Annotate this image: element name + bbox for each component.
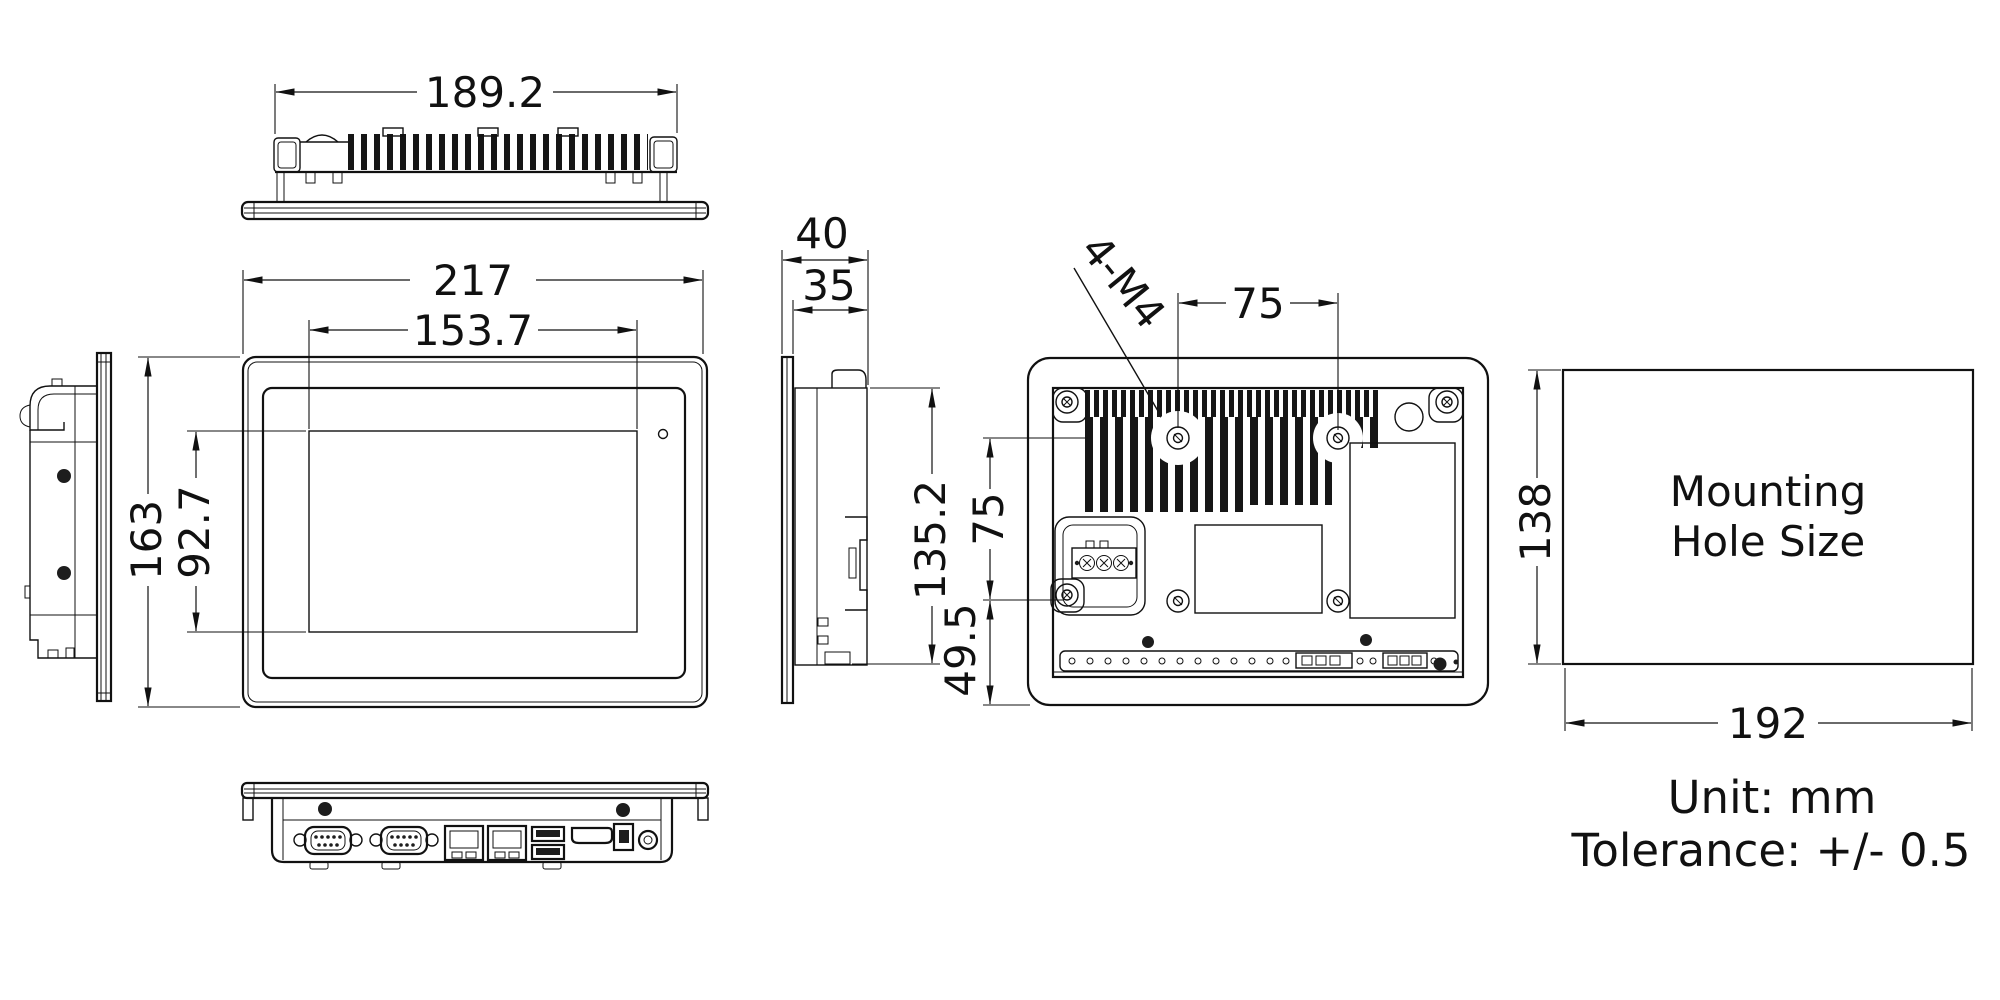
dim-vesa-bottom-offset: 49.5 <box>936 600 1030 706</box>
unit-note: Unit: mm <box>1668 771 1877 824</box>
dim-display-width: 153.7 <box>308 306 638 429</box>
rear-heatsink-top-band <box>1085 390 1382 417</box>
dim-body-height: 135.2 <box>852 387 955 665</box>
dim-label-mount-thread: 4-M4 <box>1071 225 1175 337</box>
antenna-hole <box>1394 402 1424 432</box>
vesa-mounting-holes <box>1166 426 1350 613</box>
panel-mount-clip <box>845 516 868 611</box>
hdmi-port <box>570 826 614 845</box>
rear-vent-strip <box>1059 650 1459 672</box>
dim-label-depth-total: 40 <box>795 209 848 258</box>
dim-label-vesa-bottom-offset: 49.5 <box>936 603 985 697</box>
serial-port-db9-2 <box>369 825 439 856</box>
serial-port-db9-1 <box>293 825 363 856</box>
usb-ports <box>530 825 566 861</box>
bottom-screw <box>616 803 630 817</box>
dim-front-height: 163 <box>122 356 240 708</box>
top-view: 189.2 <box>240 68 710 221</box>
rear-corner-screws <box>1050 387 1464 613</box>
front-bezel <box>241 355 709 709</box>
dc-port <box>612 822 635 852</box>
rear-body-outline <box>1051 386 1465 679</box>
dim-label-vesa-pitch-v: 75 <box>964 492 1013 545</box>
side-screw <box>57 469 71 483</box>
right-side-view: 40 35 135.2 <box>780 209 955 705</box>
front-led-indicator <box>657 428 669 440</box>
dim-label-display-height: 92.7 <box>170 485 219 579</box>
rear-screw <box>1360 634 1372 646</box>
dim-label-cutout-width: 192 <box>1728 699 1808 748</box>
side-screw <box>57 566 71 580</box>
dim-label-body-height: 135.2 <box>906 480 955 600</box>
ethernet-port-1 <box>443 824 485 862</box>
callout-mount-thread: 4-M4 <box>1071 225 1175 412</box>
right-side-body <box>794 387 868 666</box>
dim-label-display-width: 153.7 <box>413 306 533 355</box>
dim-front-width: 217 <box>242 256 704 354</box>
rear-screw <box>1142 636 1154 648</box>
left-side-view <box>19 351 113 703</box>
front-panel-opening <box>261 386 687 680</box>
dim-label-top-width: 189.2 <box>425 68 545 117</box>
dim-cutout-width: 192 <box>1564 668 1973 748</box>
dim-top-width: 189.2 <box>274 68 678 134</box>
dim-depth-total: 40 <box>781 209 869 385</box>
dim-label-cutout-height: 138 <box>1511 482 1560 562</box>
power-terminal-block <box>1054 516 1146 616</box>
dim-vesa-pitch-v: 75 <box>964 437 1088 601</box>
bottom-screw <box>318 802 332 816</box>
bottom-body-outline <box>270 798 674 864</box>
dim-label-vesa-pitch-h: 75 <box>1231 279 1284 328</box>
rear-io-cover <box>1349 442 1456 619</box>
display-active-area <box>308 430 638 633</box>
mounting-cutout-rect <box>1561 368 1975 666</box>
rear-view: 4-M4 75 75 49.5 <box>936 225 1490 707</box>
dim-label-front-height: 163 <box>122 500 171 580</box>
mounting-hole-view: Mounting Hole Size 138 192 Unit: mm Tole… <box>1511 368 1975 877</box>
rear-outer-outline <box>1026 356 1490 707</box>
dim-vesa-pitch-h: 75 <box>1177 279 1339 430</box>
tolerance-note: Tolerance: +/- 0.5 <box>1570 824 1970 877</box>
ethernet-port-2 <box>486 824 528 862</box>
dim-depth-body: 35 <box>792 261 868 354</box>
mounting-label-line2: Hole Size <box>1671 517 1865 566</box>
barrel-jack <box>637 829 659 851</box>
dim-label-depth-body: 35 <box>802 261 855 310</box>
top-heatsink-fins <box>348 134 648 170</box>
front-view: 217 153.7 163 92.7 <box>122 256 709 709</box>
top-view-bezel-flange <box>240 200 710 221</box>
dim-display-height: 92.7 <box>170 430 306 633</box>
cable-gland-bump <box>305 134 339 143</box>
bottom-view <box>240 781 710 870</box>
dim-label-front-width: 217 <box>433 256 513 305</box>
rear-label-area <box>1194 524 1323 614</box>
mounting-label-line1: Mounting <box>1670 467 1867 516</box>
left-side-bezel-plate <box>95 351 113 703</box>
dim-cutout-height: 138 <box>1511 369 1561 665</box>
bottom-bezel-flange <box>240 781 710 800</box>
